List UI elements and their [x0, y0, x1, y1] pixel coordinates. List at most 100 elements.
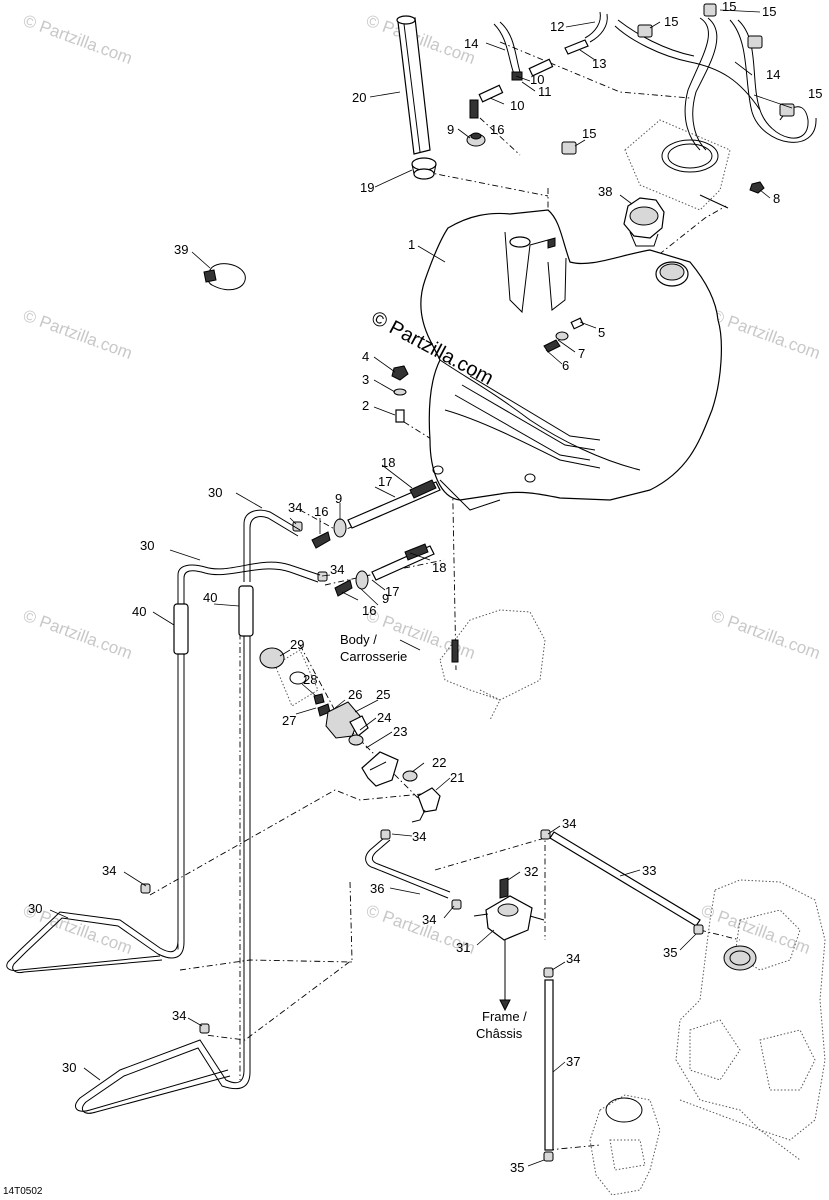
- callout-20: 20: [352, 90, 366, 105]
- callout-16: 16: [314, 504, 328, 519]
- fuel-cap-38: [623, 197, 665, 247]
- hose-33: [540, 829, 704, 935]
- callout-15: 15: [722, 0, 736, 14]
- callout-7: 7: [578, 346, 585, 361]
- gasket-plate-29: [259, 647, 319, 707]
- callout-26: 26: [348, 687, 362, 702]
- callout-34: 34: [562, 816, 576, 831]
- callout-12: 12: [550, 19, 564, 34]
- fuel-filter-31: [473, 877, 545, 1012]
- callout-36: 36: [370, 881, 384, 896]
- callout-24: 24: [377, 710, 391, 725]
- callout-16: 16: [490, 122, 504, 137]
- callout-25: 25: [376, 687, 390, 702]
- callout-15: 15: [664, 14, 678, 29]
- callout-30: 30: [208, 485, 222, 500]
- callout-34: 34: [412, 829, 426, 844]
- callout-2: 2: [362, 398, 369, 413]
- hose-assembly-lower: [177, 543, 435, 608]
- hose-36: [365, 829, 462, 910]
- callout-9: 9: [382, 591, 389, 606]
- callout-39: 39: [174, 242, 188, 257]
- callout-1: 1: [408, 237, 415, 252]
- watermark: © Partzilla.com: [21, 11, 135, 68]
- fuel-valve-24-28: [313, 693, 369, 746]
- clips-15: [561, 3, 795, 155]
- callout-40: 40: [203, 590, 217, 605]
- vent-hoses-14: [493, 11, 817, 151]
- callout-17: 17: [385, 584, 399, 599]
- grommet-9-top: [466, 132, 486, 147]
- callout-8: 8: [773, 191, 780, 206]
- callout-6: 6: [562, 358, 569, 373]
- hardware-5-6-7: [543, 317, 585, 353]
- reference-code: 14T0502: [3, 1186, 43, 1197]
- callout-15: 15: [762, 4, 776, 19]
- engine-outline: [675, 879, 826, 1161]
- callout-30: 30: [140, 538, 154, 553]
- watermark: © Partzilla.com: [364, 11, 478, 68]
- callout-34: 34: [172, 1008, 186, 1023]
- frame-note-line2: Châssis: [476, 1026, 523, 1041]
- grommet-19: [411, 157, 437, 180]
- body-note-line2: Carrosserie: [340, 649, 407, 664]
- callout-4: 4: [362, 349, 369, 364]
- callout-9: 9: [335, 491, 342, 506]
- callout-34: 34: [102, 863, 116, 878]
- callout-29: 29: [290, 637, 304, 652]
- body-panel: [439, 609, 546, 721]
- callout-31: 31: [456, 940, 470, 955]
- callout-28: 28: [303, 672, 317, 687]
- carburetor: [589, 1094, 661, 1196]
- callout-33: 33: [642, 863, 656, 878]
- callout-34: 34: [288, 500, 302, 515]
- callout-18: 18: [381, 455, 395, 470]
- callout-35: 35: [510, 1160, 524, 1175]
- callout-35: 35: [663, 945, 677, 960]
- callout-17: 17: [378, 474, 392, 489]
- callout-34: 34: [566, 951, 580, 966]
- fuel-tank-1: [420, 209, 722, 511]
- watermark: © Partzilla.com: [21, 306, 135, 363]
- callout-32: 32: [524, 864, 538, 879]
- watermark: © Partzilla.com: [699, 901, 813, 958]
- callout-13: 13: [592, 56, 606, 71]
- callout-14: 14: [766, 67, 780, 82]
- callout-15: 15: [808, 86, 822, 101]
- callout-30: 30: [28, 901, 42, 916]
- notes: Body / Carrosserie Frame / Châssis: [340, 632, 527, 1041]
- hardware-2-3-4: [391, 365, 409, 423]
- filler-tube-20: [396, 15, 431, 155]
- mount-bracket: [624, 119, 731, 211]
- callout-40: 40: [132, 604, 146, 619]
- hose-37: [543, 967, 554, 1162]
- callout-labels: 1 2 3 4 5 6 7 8 9 9 9 10 10 11 12 13 14 …: [28, 0, 822, 1175]
- frame-note-line1: Frame /: [482, 1009, 527, 1024]
- watermark: © Partzilla.com: [21, 606, 135, 663]
- hose-assembly-upper: [243, 479, 441, 582]
- body-note-line1: Body /: [340, 632, 377, 647]
- callout-15: 15: [582, 126, 596, 141]
- leader-lines: [49, 9, 793, 1167]
- callout-18: 18: [432, 560, 446, 575]
- callout-30: 30: [62, 1060, 76, 1075]
- watermark: © Partzilla.com: [709, 606, 823, 663]
- callout-37: 37: [566, 1054, 580, 1069]
- callout-10: 10: [510, 98, 524, 113]
- callout-16: 16: [362, 603, 376, 618]
- callout-3: 3: [362, 372, 369, 387]
- callout-19: 19: [360, 180, 374, 195]
- watermark: © Partzilla.com: [709, 306, 823, 363]
- callout-10: 10: [530, 72, 544, 87]
- callout-38: 38: [598, 184, 612, 199]
- callout-21: 21: [450, 770, 464, 785]
- sleeves-40: [173, 585, 254, 655]
- fittings-10-11-13: [469, 39, 589, 119]
- callout-34: 34: [422, 912, 436, 927]
- callout-14: 14: [464, 36, 478, 51]
- callout-23: 23: [393, 724, 407, 739]
- callout-34: 34: [330, 562, 344, 577]
- callout-11: 11: [538, 84, 552, 99]
- callout-9: 9: [447, 122, 454, 137]
